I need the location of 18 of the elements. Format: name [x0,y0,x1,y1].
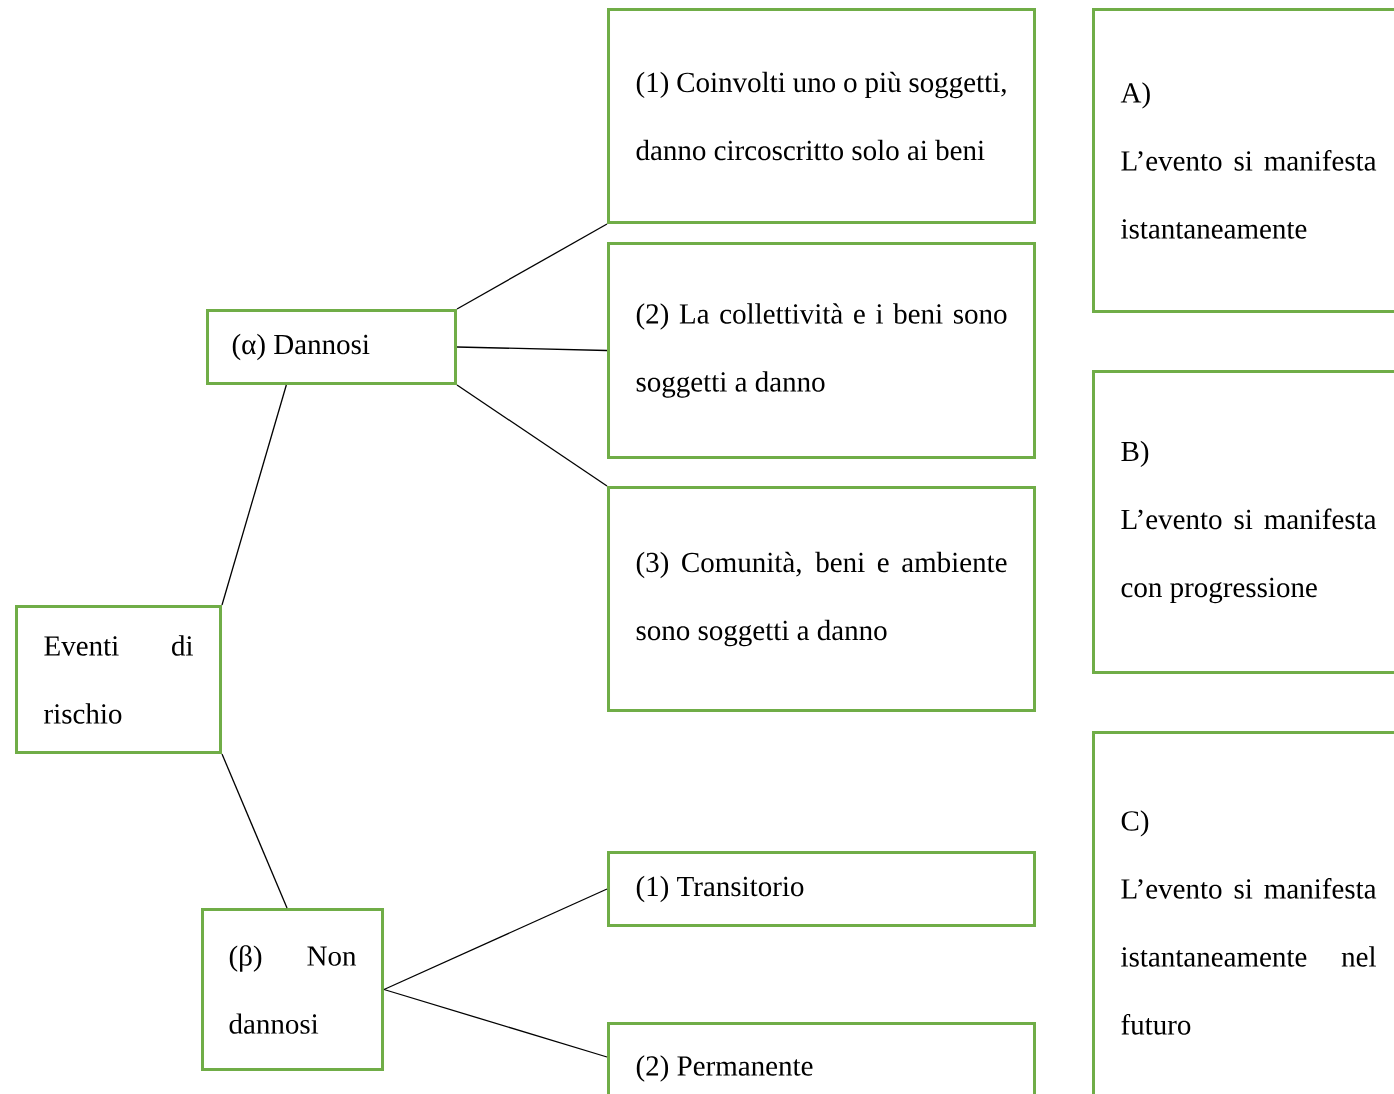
connector-line [456,223,608,310]
connector-line [383,988,608,1058]
text-box: (β) Non dannosi [201,908,384,1071]
connector-line [456,346,608,352]
text-box: Eventi di rischio [15,605,222,754]
connector-line [221,384,287,606]
connector-line [456,384,608,487]
text-box: (α) Dannosi [206,309,457,385]
connector-line [221,753,288,909]
text-box: (2) Permanente [607,1022,1036,1094]
text-box: (3) Comunità, beni e ambiente sono soggetti a danno [607,486,1036,712]
text-box: (1) Coinvolti uno o più soggetti, danno circoscritto solo ai beni [607,8,1036,224]
category-box: B) L’evento si manifesta con progressione [1092,370,1394,674]
text-box: (2) La collettività e i beni sono soggetti a danno [607,242,1036,459]
text-box: (1) Transitorio [607,851,1036,927]
category-box: A) L’evento si manifesta istantaneamente [1092,8,1394,313]
category-box: C) L’evento si manifesta istantaneamente nel futuro [1092,731,1394,1094]
connector-line [383,888,608,991]
